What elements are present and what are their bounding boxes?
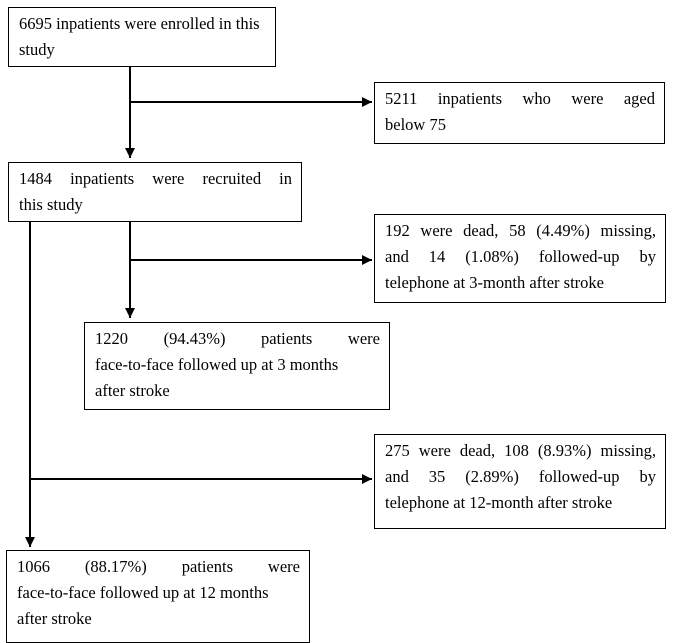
box-followed-12m-line-1: 1066 (88.17%) patients were	[17, 557, 300, 576]
box-followed-3m-line-2: face-to-face followed up at 3 months	[95, 355, 339, 374]
box-followed-3m: 1220 (94.43%) patients were face-to-face…	[84, 322, 390, 410]
box-lost-3m-line-2: and 14 (1.08%) followed-up by	[385, 247, 656, 266]
box-recruited-line-1: 1484 inpatients were recruited in	[19, 169, 292, 188]
box-lost-12m-line-1: 275 were dead, 108 (8.93%) missing,	[385, 441, 656, 460]
box-lost-12m-line-3: telephone at 12-month after stroke	[385, 493, 613, 512]
box-followed-12m: 1066 (88.17%) patients were face-to-face…	[6, 550, 310, 643]
box-followed-12m-line-3: after stroke	[17, 609, 92, 628]
box-lost-12m: 275 were dead, 108 (8.93%) missing, and …	[374, 434, 666, 529]
box-excluded-age: 5211 inpatients who were aged below 75	[374, 82, 665, 144]
box-excluded-age-line-2: below 75	[385, 115, 446, 134]
box-enrolled: 6695 inpatients were enrolled in this st…	[8, 7, 276, 67]
box-lost-12m-line-2: and 35 (2.89%) followed-up by	[385, 467, 656, 486]
box-followed-3m-line-1: 1220 (94.43%) patients were	[95, 329, 380, 348]
box-enrolled-line-1: 6695 inpatients were enrolled in this	[19, 14, 260, 33]
box-followed-12m-line-2: face-to-face followed up at 12 months	[17, 583, 269, 602]
box-excluded-age-line-1: 5211 inpatients who were aged	[385, 89, 655, 108]
box-recruited: 1484 inpatients were recruited in this s…	[8, 162, 302, 222]
box-followed-3m-line-3: after stroke	[95, 381, 170, 400]
box-lost-3m-line-1: 192 were dead, 58 (4.49%) missing,	[385, 221, 656, 240]
box-lost-3m-line-3: telephone at 3-month after stroke	[385, 273, 605, 292]
box-recruited-line-2: this study	[19, 195, 83, 214]
box-lost-3m: 192 were dead, 58 (4.49%) missing, and 1…	[374, 214, 666, 303]
box-enrolled-line-2: study	[19, 40, 55, 59]
